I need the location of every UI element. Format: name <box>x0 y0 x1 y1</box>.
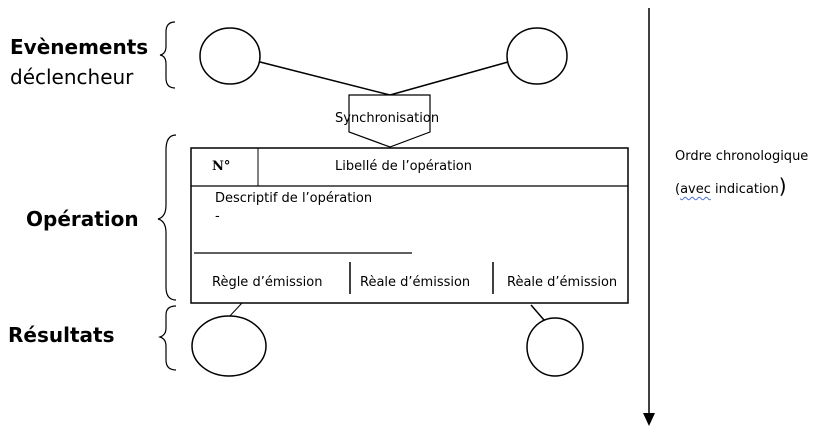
events-label-line1: Evènements <box>10 35 149 59</box>
note-close-paren: ) <box>778 174 787 198</box>
operation-brace <box>157 134 177 301</box>
emission-rule-2: Rèale d’émission <box>360 275 471 290</box>
operation-box <box>190 147 629 304</box>
emission-rule-3: Rèale d’émission <box>507 275 618 290</box>
events-label-line2: déclencheur <box>10 65 134 89</box>
note-indication-text: indication <box>710 182 779 197</box>
result-circle-left <box>191 315 267 377</box>
synchronisation-label: Synchronisation <box>335 111 440 126</box>
emission-rule-1: Règle d’émission <box>212 275 323 290</box>
sync-link-right <box>389 61 509 96</box>
results-brace <box>158 305 177 371</box>
sync-link-left <box>259 61 391 96</box>
results-label: Résultats <box>8 323 115 347</box>
note-avec-word: avec <box>680 182 711 197</box>
result-link-right <box>530 304 545 321</box>
operation-description-dash: - <box>215 209 220 224</box>
events-brace <box>159 21 176 89</box>
operation-number: N° <box>212 159 231 174</box>
note-open-paren: ( <box>675 182 681 197</box>
trigger-event-circle-right <box>506 27 568 85</box>
trigger-event-circle-left <box>199 27 261 85</box>
synchronisation-shape <box>348 94 431 148</box>
operation-label: Opération <box>26 207 139 231</box>
chronological-order-label: Ordre chronologique <box>675 149 809 164</box>
chronology-arrow-head <box>643 413 655 426</box>
chronological-order-note: (avec indication) <box>675 174 787 198</box>
result-circle-right <box>526 317 584 377</box>
operation-title: Libellé de l’opération <box>335 159 473 174</box>
operation-description: Descriptif de l’opération <box>215 191 373 206</box>
